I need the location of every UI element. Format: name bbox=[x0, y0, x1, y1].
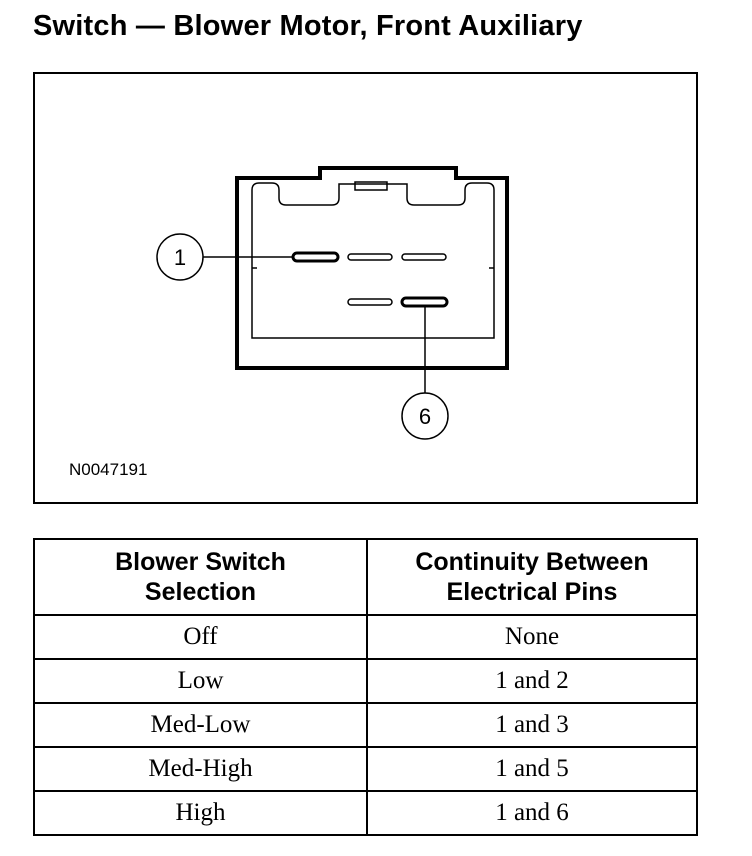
table-row: Med-Low 1 and 3 bbox=[33, 702, 698, 748]
selection-cell: Off bbox=[33, 614, 368, 660]
table-row: Off None bbox=[33, 614, 698, 660]
selection-cell: Low bbox=[33, 658, 368, 704]
connector-diagram: 1 6 N0047191 bbox=[33, 72, 698, 504]
selection-cell: High bbox=[33, 790, 368, 836]
header-switch-selection-line1: Blower Switch bbox=[115, 548, 286, 576]
continuity-cell: 1 and 6 bbox=[366, 790, 698, 836]
connector-housing-outline bbox=[235, 166, 509, 370]
header-switch-selection: Blower Switch Selection bbox=[33, 538, 368, 616]
selection-cell: Med-High bbox=[33, 746, 368, 792]
page-title: Switch — Blower Motor, Front Auxiliary bbox=[33, 10, 583, 42]
continuity-cell: 1 and 2 bbox=[366, 658, 698, 704]
callout-6-circle bbox=[401, 392, 449, 440]
table-row: Low 1 and 2 bbox=[33, 658, 698, 704]
callout-1-circle bbox=[156, 233, 204, 281]
figure-id: N0047191 bbox=[69, 460, 148, 479]
connector-inner-outline bbox=[251, 182, 495, 339]
callout-6-label: 6 bbox=[419, 404, 431, 429]
table-header-row: Blower Switch Selection Continuity Betwe… bbox=[33, 538, 698, 616]
selection-cell: Med-Low bbox=[33, 702, 368, 748]
connector-latch bbox=[354, 181, 388, 191]
header-switch-selection-line2: Selection bbox=[144, 578, 257, 606]
continuity-cell: None bbox=[366, 614, 698, 660]
pin-6-slot bbox=[400, 296, 449, 308]
pin-2-slot bbox=[347, 253, 393, 261]
header-continuity-line1: Continuity Between bbox=[415, 548, 649, 576]
continuity-table: Blower Switch Selection Continuity Betwe… bbox=[33, 538, 698, 836]
pin-5-slot bbox=[347, 298, 393, 306]
connector-illustration: 1 6 bbox=[156, 166, 509, 440]
continuity-cell: 1 and 3 bbox=[366, 702, 698, 748]
pin-1-slot bbox=[291, 251, 340, 263]
callout-1-label: 1 bbox=[174, 245, 186, 270]
table-row: Med-High 1 and 5 bbox=[33, 746, 698, 792]
header-continuity-line2: Electrical Pins bbox=[446, 578, 618, 606]
header-continuity: Continuity Between Electrical Pins bbox=[366, 538, 698, 616]
table-row: High 1 and 6 bbox=[33, 790, 698, 836]
continuity-cell: 1 and 5 bbox=[366, 746, 698, 792]
pin-3-slot bbox=[401, 253, 447, 261]
